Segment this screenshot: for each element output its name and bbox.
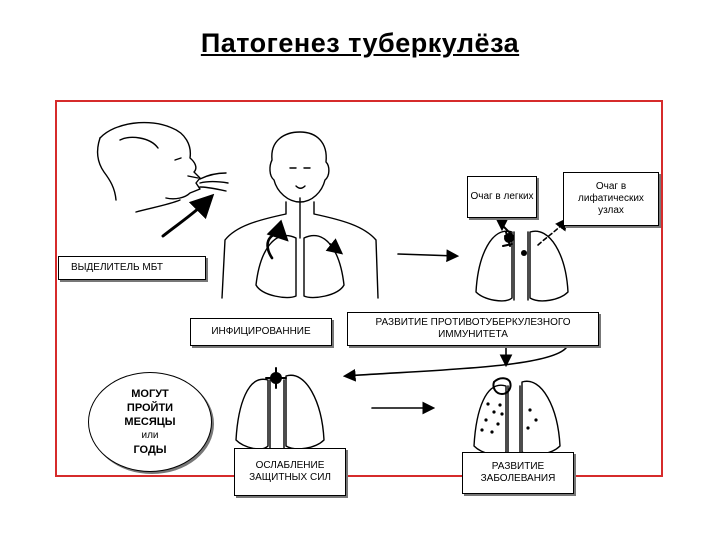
coughing-person-drawing <box>96 121 229 213</box>
months-or: или <box>141 430 159 441</box>
lungs-disease-drawing <box>473 377 561 456</box>
lungs-primary-focus-drawing <box>475 217 569 302</box>
lymph-focus-label: Очаг в лифатических узлах <box>563 172 659 226</box>
lungs-focus-drawing <box>235 374 325 450</box>
months-or-years-label: МОГУТ ПРОЙТИ МЕСЯЦЫ или ГОДЫ <box>88 372 212 472</box>
months-line-4: ГОДЫ <box>133 444 167 456</box>
excretor-label: ВЫДЕЛИТЕЛЬ МБТ <box>58 256 206 280</box>
months-line-3: МЕСЯЦЫ <box>124 416 176 428</box>
immunity-label: РАЗВИТИЕ ПРОТИВОТУБЕРКУЛЕЗНОГО ИММУНИТЕТ… <box>347 312 599 346</box>
diagram-frame <box>55 100 663 477</box>
infected-person-drawing <box>221 131 379 299</box>
page-title: Патогенез туберкулёза <box>200 28 520 58</box>
weakening-label: ОСЛАБЛЕНИЕ ЗАЩИТНЫХ СИЛ <box>234 448 346 496</box>
months-line-2: ПРОЙТИ <box>126 402 174 414</box>
infection-label: ИНФИЦИРОВАННИЕ <box>190 318 332 346</box>
months-line-1: МОГУТ <box>131 388 169 400</box>
lung-focus-label: Очаг в легких <box>467 176 537 218</box>
disease-label: РАЗВИТИЕ ЗАБОЛЕВАНИЯ <box>462 452 574 494</box>
